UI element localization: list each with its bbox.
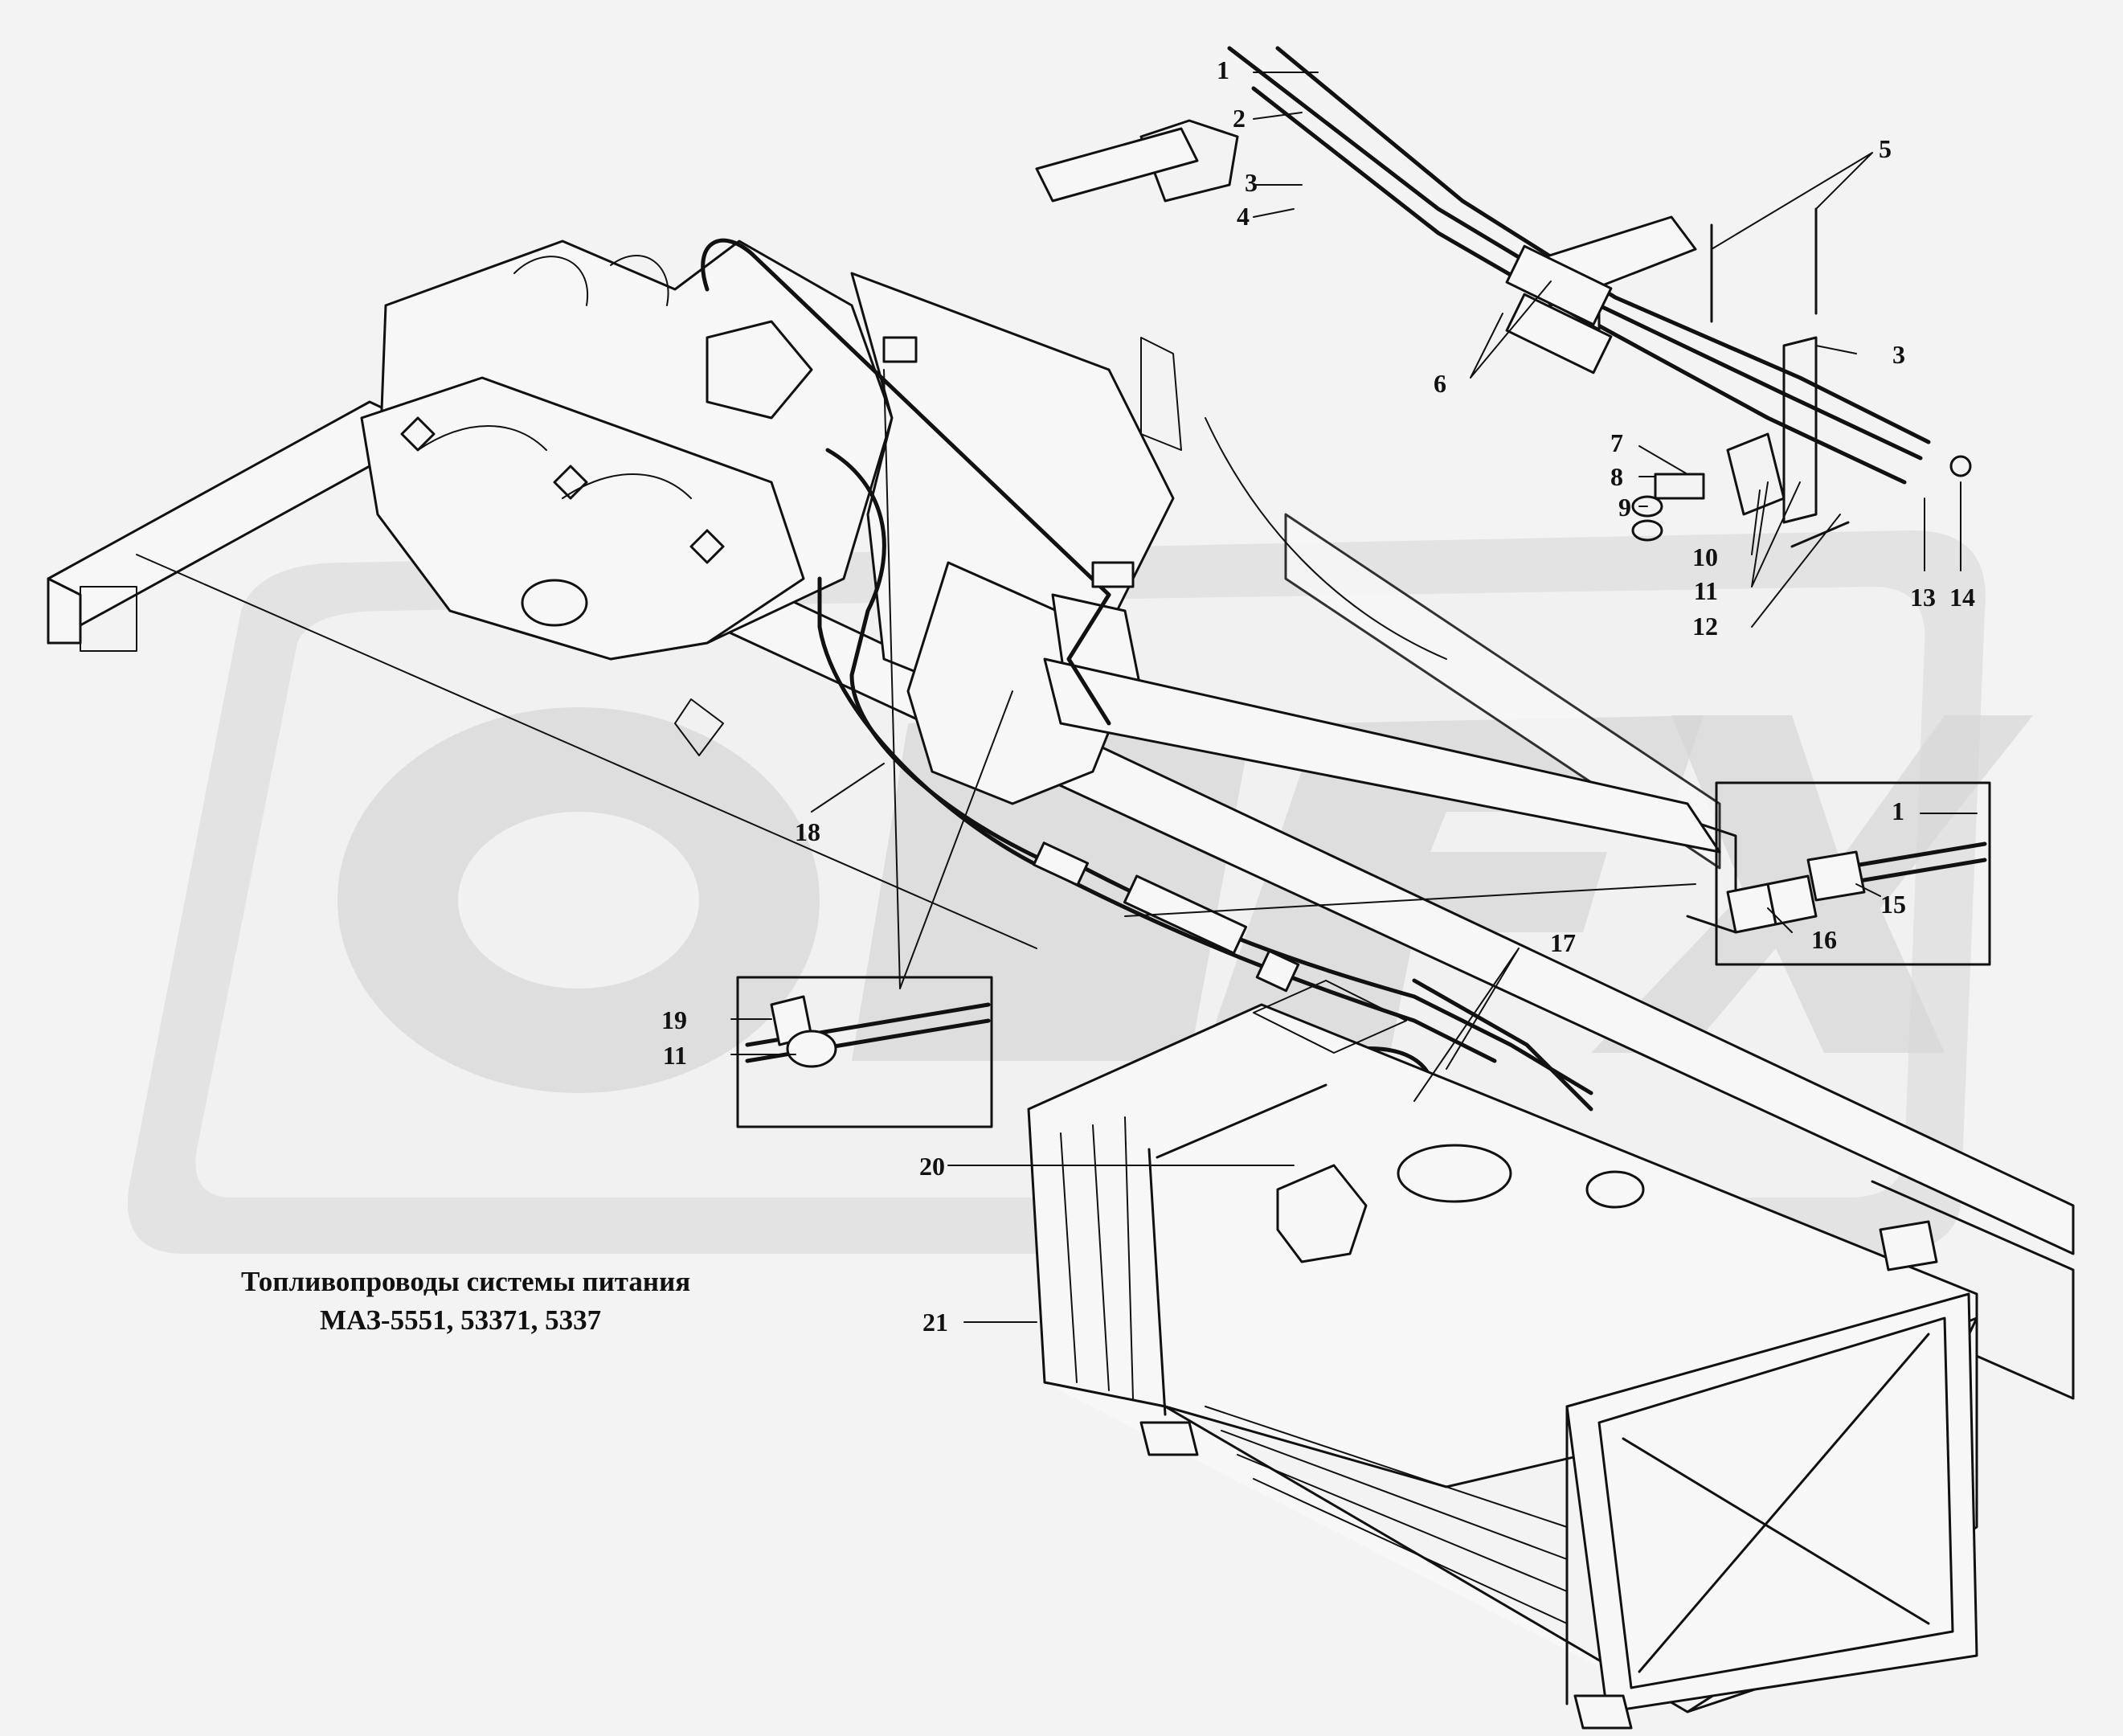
callout-14: 14: [1949, 583, 1975, 612]
callout-19: 19: [661, 1005, 687, 1034]
callout-17: 17: [1550, 928, 1576, 957]
callout-10: 10: [1692, 542, 1718, 571]
callout-6: 6: [1434, 369, 1446, 398]
callout-12: 12: [1692, 612, 1718, 641]
callout-20: 20: [919, 1152, 945, 1181]
callout-16: 16: [1811, 925, 1837, 954]
callout-9: 9: [1618, 493, 1631, 522]
callout-8: 8: [1610, 462, 1623, 491]
callout-labels: 1 2 3 4 5 3 6 7 8 9 10 11 12 13 14 1 15 …: [661, 55, 1975, 1337]
callout-21: 21: [922, 1308, 948, 1337]
propeller-shaft: [1043, 657, 1721, 854]
frame-rail-left: [47, 400, 2075, 1255]
callout-11b: 11: [663, 1041, 687, 1070]
callout-15: 15: [1880, 890, 1906, 919]
callout-1b: 1: [1892, 796, 1904, 825]
inset-union-fitting: [1715, 781, 1991, 966]
callout-4: 4: [1237, 202, 1250, 231]
diagram-caption: Топливопроводы системы питания МАЗ-5551,…: [241, 1266, 690, 1336]
callout-11: 11: [1694, 576, 1718, 605]
callout-13: 13: [1910, 583, 1936, 612]
callout-7: 7: [1610, 428, 1623, 457]
engine-block: [360, 240, 894, 756]
clamp-assembly-detail: [1035, 46, 1972, 548]
callout-3b: 3: [1892, 340, 1905, 369]
leader-lines: [730, 72, 1978, 1323]
callout-18: 18: [795, 817, 820, 846]
callout-2: 2: [1233, 104, 1246, 133]
line-clamps: [882, 336, 1300, 993]
callout-1: 1: [1217, 55, 1229, 84]
fuel-tank: [1027, 980, 1978, 1730]
caption-line-2: МАЗ-5551, 53371, 5337: [320, 1304, 601, 1336]
caption-line-1: Топливопроводы системы питания: [241, 1266, 690, 1297]
callout-5: 5: [1879, 134, 1892, 163]
callout-3: 3: [1245, 168, 1258, 197]
